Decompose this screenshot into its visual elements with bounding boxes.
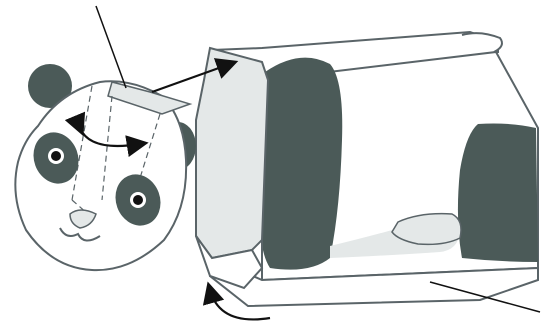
leg-patch (457, 123, 538, 262)
mouth (59, 227, 101, 242)
instruction-arrows (64, 58, 271, 321)
left-eye-pupil (51, 151, 61, 161)
shoulder-patch (259, 57, 343, 270)
leader-line-body-bottom (429, 281, 541, 313)
leader-line-head-tab (95, 5, 127, 89)
right-eye-pupil (133, 195, 143, 205)
body-top-tab (461, 32, 503, 53)
neck-flap (195, 46, 270, 260)
neck-flap-group (195, 46, 270, 290)
paw (391, 212, 462, 246)
fold-curved-double-arrow (64, 111, 149, 157)
left-ear (28, 64, 72, 108)
head-top-tab (107, 81, 193, 115)
panda-body (208, 30, 539, 308)
attach-head-arrow (151, 58, 239, 94)
nose (69, 209, 97, 229)
neck-flap-bottom-tab (195, 235, 264, 290)
body-bottom-face (208, 256, 539, 308)
tuck-bottom-curved-arrow (202, 281, 271, 321)
leader-lines (95, 5, 541, 313)
panda-head (14, 64, 196, 272)
